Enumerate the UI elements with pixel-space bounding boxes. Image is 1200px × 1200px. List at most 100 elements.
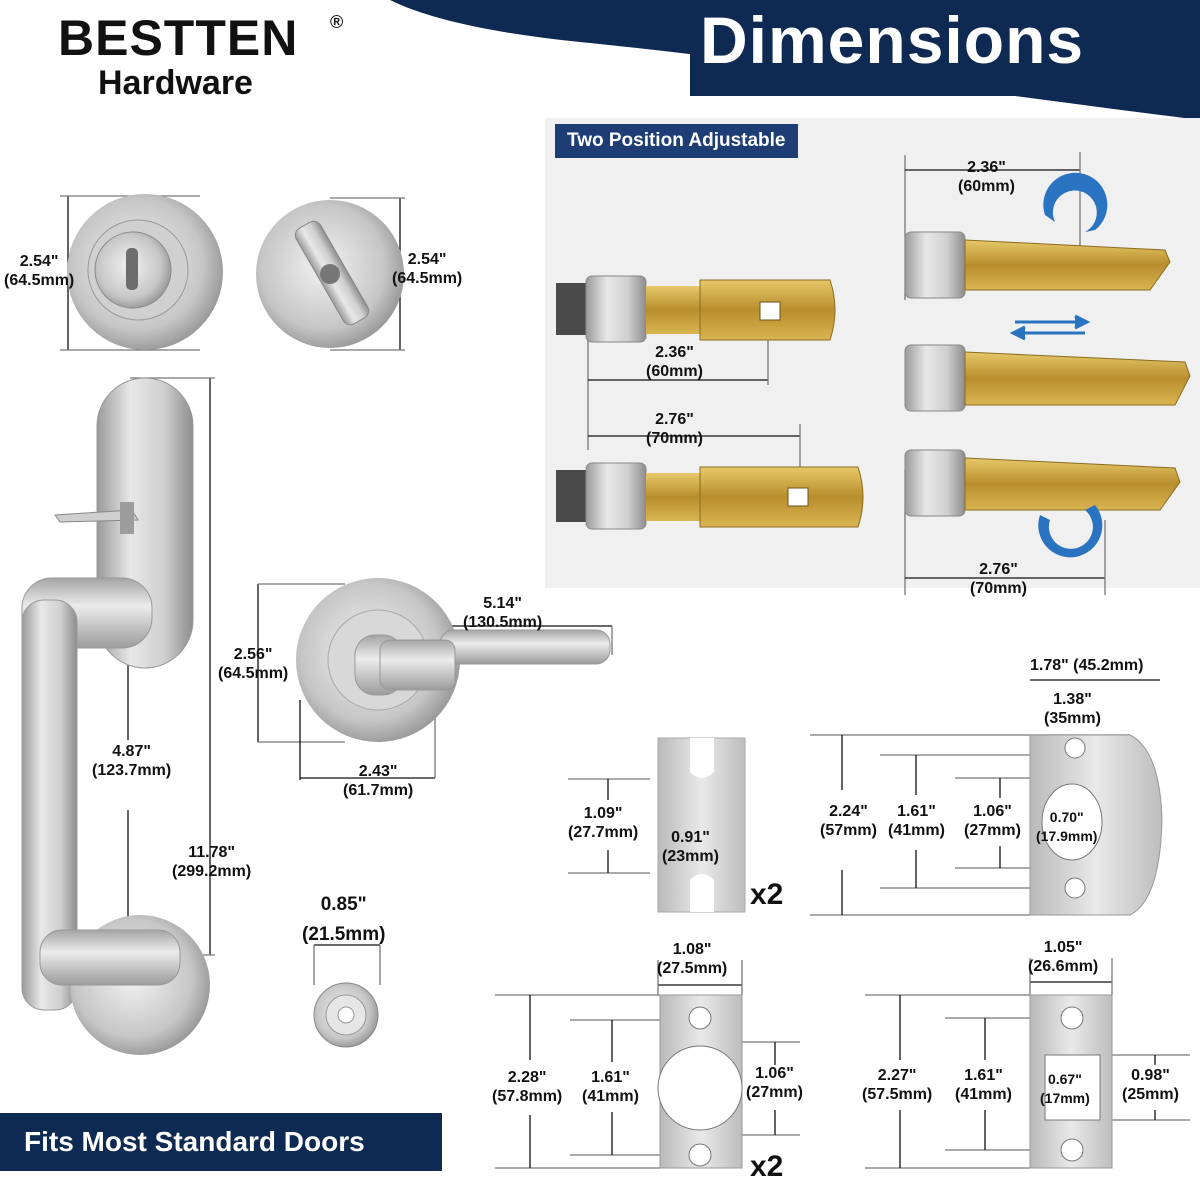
dim-inch: 0.70" xyxy=(1049,809,1084,825)
page-title: Dimensions xyxy=(700,3,1085,77)
shim-height-dim: 1.09" (27.7mm) xyxy=(568,804,638,842)
dim-mm: (57.8mm) xyxy=(492,1088,563,1105)
brand-logo: BESTTEN ® Hardware xyxy=(58,10,343,100)
dim-inch: 1.78" (45.2mm) xyxy=(1030,657,1144,674)
faceplate-screw-dim: 1.61" (41mm) xyxy=(888,802,945,840)
faceplate-inner-width-dim: 1.38" (35mm) xyxy=(1044,690,1101,728)
latch-long-dim: 2.76" (70mm) xyxy=(646,410,703,448)
latch-right-mid xyxy=(904,344,1191,412)
dim-mm: (70mm) xyxy=(970,580,1027,597)
dim-mm: (61.7mm) xyxy=(343,782,414,799)
dim-inch: 1.09" xyxy=(583,805,623,822)
handleset xyxy=(21,377,210,1055)
dim-mm: (17.9mm) xyxy=(1036,828,1098,844)
registered-mark: ® xyxy=(330,12,344,32)
faceplate-bolt-dim: 0.70" (17.9mm) xyxy=(1036,808,1097,846)
faceplate-height-dim: 2.24" (57mm) xyxy=(820,802,877,840)
passage-lever xyxy=(296,578,611,742)
dim-inch: 1.06" xyxy=(755,1065,794,1082)
dim-mm: (41mm) xyxy=(955,1086,1012,1103)
rotate-arrow-bottom-icon xyxy=(1038,505,1103,558)
shim-width-dim: 0.91" (23mm) xyxy=(662,828,719,866)
latch-right-top-dim: 2.36" (60mm) xyxy=(958,158,1015,196)
dim-mm: (64.5mm) xyxy=(218,665,289,682)
dim-mm: (26.6mm) xyxy=(1028,958,1099,975)
dim-inch: 11.78" xyxy=(188,844,235,861)
dim-mm: (60mm) xyxy=(958,178,1015,195)
deadbolt-front-dim: 2.54" (64.5mm) xyxy=(4,252,74,290)
strike-a-height-dim: 2.28" (57.8mm) xyxy=(492,1068,562,1106)
dim-mm: (35mm) xyxy=(1044,710,1101,727)
dim-inch: 0.67" xyxy=(1047,1071,1082,1087)
lever-rose-dim: 2.56" (64.5mm) xyxy=(218,645,288,683)
dim-inch: 2.24" xyxy=(829,803,868,820)
lever-length-dim: 5.14" (130.5mm) xyxy=(463,594,542,632)
dim-inch: 1.05" xyxy=(1043,939,1083,956)
dim-inch: 1.06" xyxy=(973,803,1012,820)
dim-mm: (27.5mm) xyxy=(657,960,728,977)
dim-mm: (60mm) xyxy=(646,363,703,380)
dim-inch: 1.61" xyxy=(964,1067,1003,1084)
latch-70mm xyxy=(556,462,864,530)
shim-quantity: x2 xyxy=(750,878,784,911)
dim-inch: 1.61" xyxy=(897,803,936,820)
panel-badge: Two Position Adjustable xyxy=(555,124,798,158)
dim-inch: 2.54" xyxy=(19,253,59,270)
handle-height-dim: 11.78" (299.2mm) xyxy=(172,843,251,881)
lever-projection-dim: 2.43" (61.7mm) xyxy=(343,762,413,800)
fits-doors-banner: Fits Most Standard Doors xyxy=(0,1113,442,1171)
cylinder-cap xyxy=(313,982,379,1048)
strike-quantity: x2 xyxy=(750,1150,784,1183)
dim-mm: (130.5mm) xyxy=(463,614,543,631)
dim-mm: (64.5mm) xyxy=(392,270,463,287)
latch-short-dim: 2.36" (60mm) xyxy=(646,343,703,381)
dim-inch: 1.38" xyxy=(1053,691,1092,708)
dim-inch: 0.91" xyxy=(671,829,710,846)
strike-b-lip-dim: 0.98" (25mm) xyxy=(1122,1066,1179,1104)
dim-mm: (27mm) xyxy=(746,1084,803,1101)
dim-mm: (23mm) xyxy=(662,848,719,865)
dim-mm: (57.5mm) xyxy=(862,1086,933,1103)
latch-right-top xyxy=(904,231,1171,299)
dim-inch: 4.87" xyxy=(112,743,151,760)
dim-inch: 2.54" xyxy=(407,251,447,268)
rotate-arrow-top-icon xyxy=(1043,172,1108,232)
shim-plate xyxy=(657,737,746,913)
strike-b-height-dim: 2.27" (57.5mm) xyxy=(862,1066,932,1104)
deadbolt-front xyxy=(67,194,223,350)
dim-inch: 2.76" xyxy=(655,411,694,428)
dim-mm: (27mm) xyxy=(964,822,1021,839)
dim-mm: (41mm) xyxy=(582,1088,639,1105)
dim-mm: (41mm) xyxy=(888,822,945,839)
dim-mm: (17mm) xyxy=(1040,1090,1090,1106)
strike-b-width-dim: 1.05" (26.6mm) xyxy=(1028,938,1098,976)
faceplate-width-dim: 1.78" (45.2mm) xyxy=(1030,656,1143,675)
dim-mm: (70mm) xyxy=(646,430,703,447)
dim-inch: 5.14" xyxy=(483,595,522,612)
latch-faceplate xyxy=(1029,734,1163,916)
dim-inch: 0.85" xyxy=(320,894,367,915)
brand-name: BESTTEN xyxy=(58,10,299,66)
strike-a-screw-dim: 1.61" (41mm) xyxy=(582,1068,639,1106)
dim-mm: (64.5mm) xyxy=(4,272,75,289)
dim-mm: (21.5mm) xyxy=(302,924,386,945)
deadbolt-back-dim: 2.54" (64.5mm) xyxy=(392,250,462,288)
strike-b-opening-dim: 0.67" (17mm) xyxy=(1040,1070,1090,1108)
dim-inch: 2.36" xyxy=(967,159,1006,176)
dim-mm: (123.7mm) xyxy=(92,762,172,779)
dim-inch: 2.27" xyxy=(877,1067,917,1084)
dim-inch: 2.36" xyxy=(655,344,694,361)
latch-60mm xyxy=(556,275,836,343)
dim-inch: 2.28" xyxy=(507,1069,547,1086)
dim-inch: 2.43" xyxy=(358,763,398,780)
cap-dim: 0.85" (21.5mm) xyxy=(302,894,385,946)
strike-b-screw-dim: 1.61" (41mm) xyxy=(955,1066,1012,1104)
handle-spacing-dim: 4.87" (123.7mm) xyxy=(92,742,171,780)
strike-a-hole-dim: 1.06" (27mm) xyxy=(746,1064,803,1102)
faceplate-hole-dim: 1.06" (27mm) xyxy=(964,802,1021,840)
strike-a-width-dim: 1.08" (27.5mm) xyxy=(657,940,727,978)
dim-inch: 1.61" xyxy=(591,1069,630,1086)
dim-inch: 2.76" xyxy=(979,561,1018,578)
